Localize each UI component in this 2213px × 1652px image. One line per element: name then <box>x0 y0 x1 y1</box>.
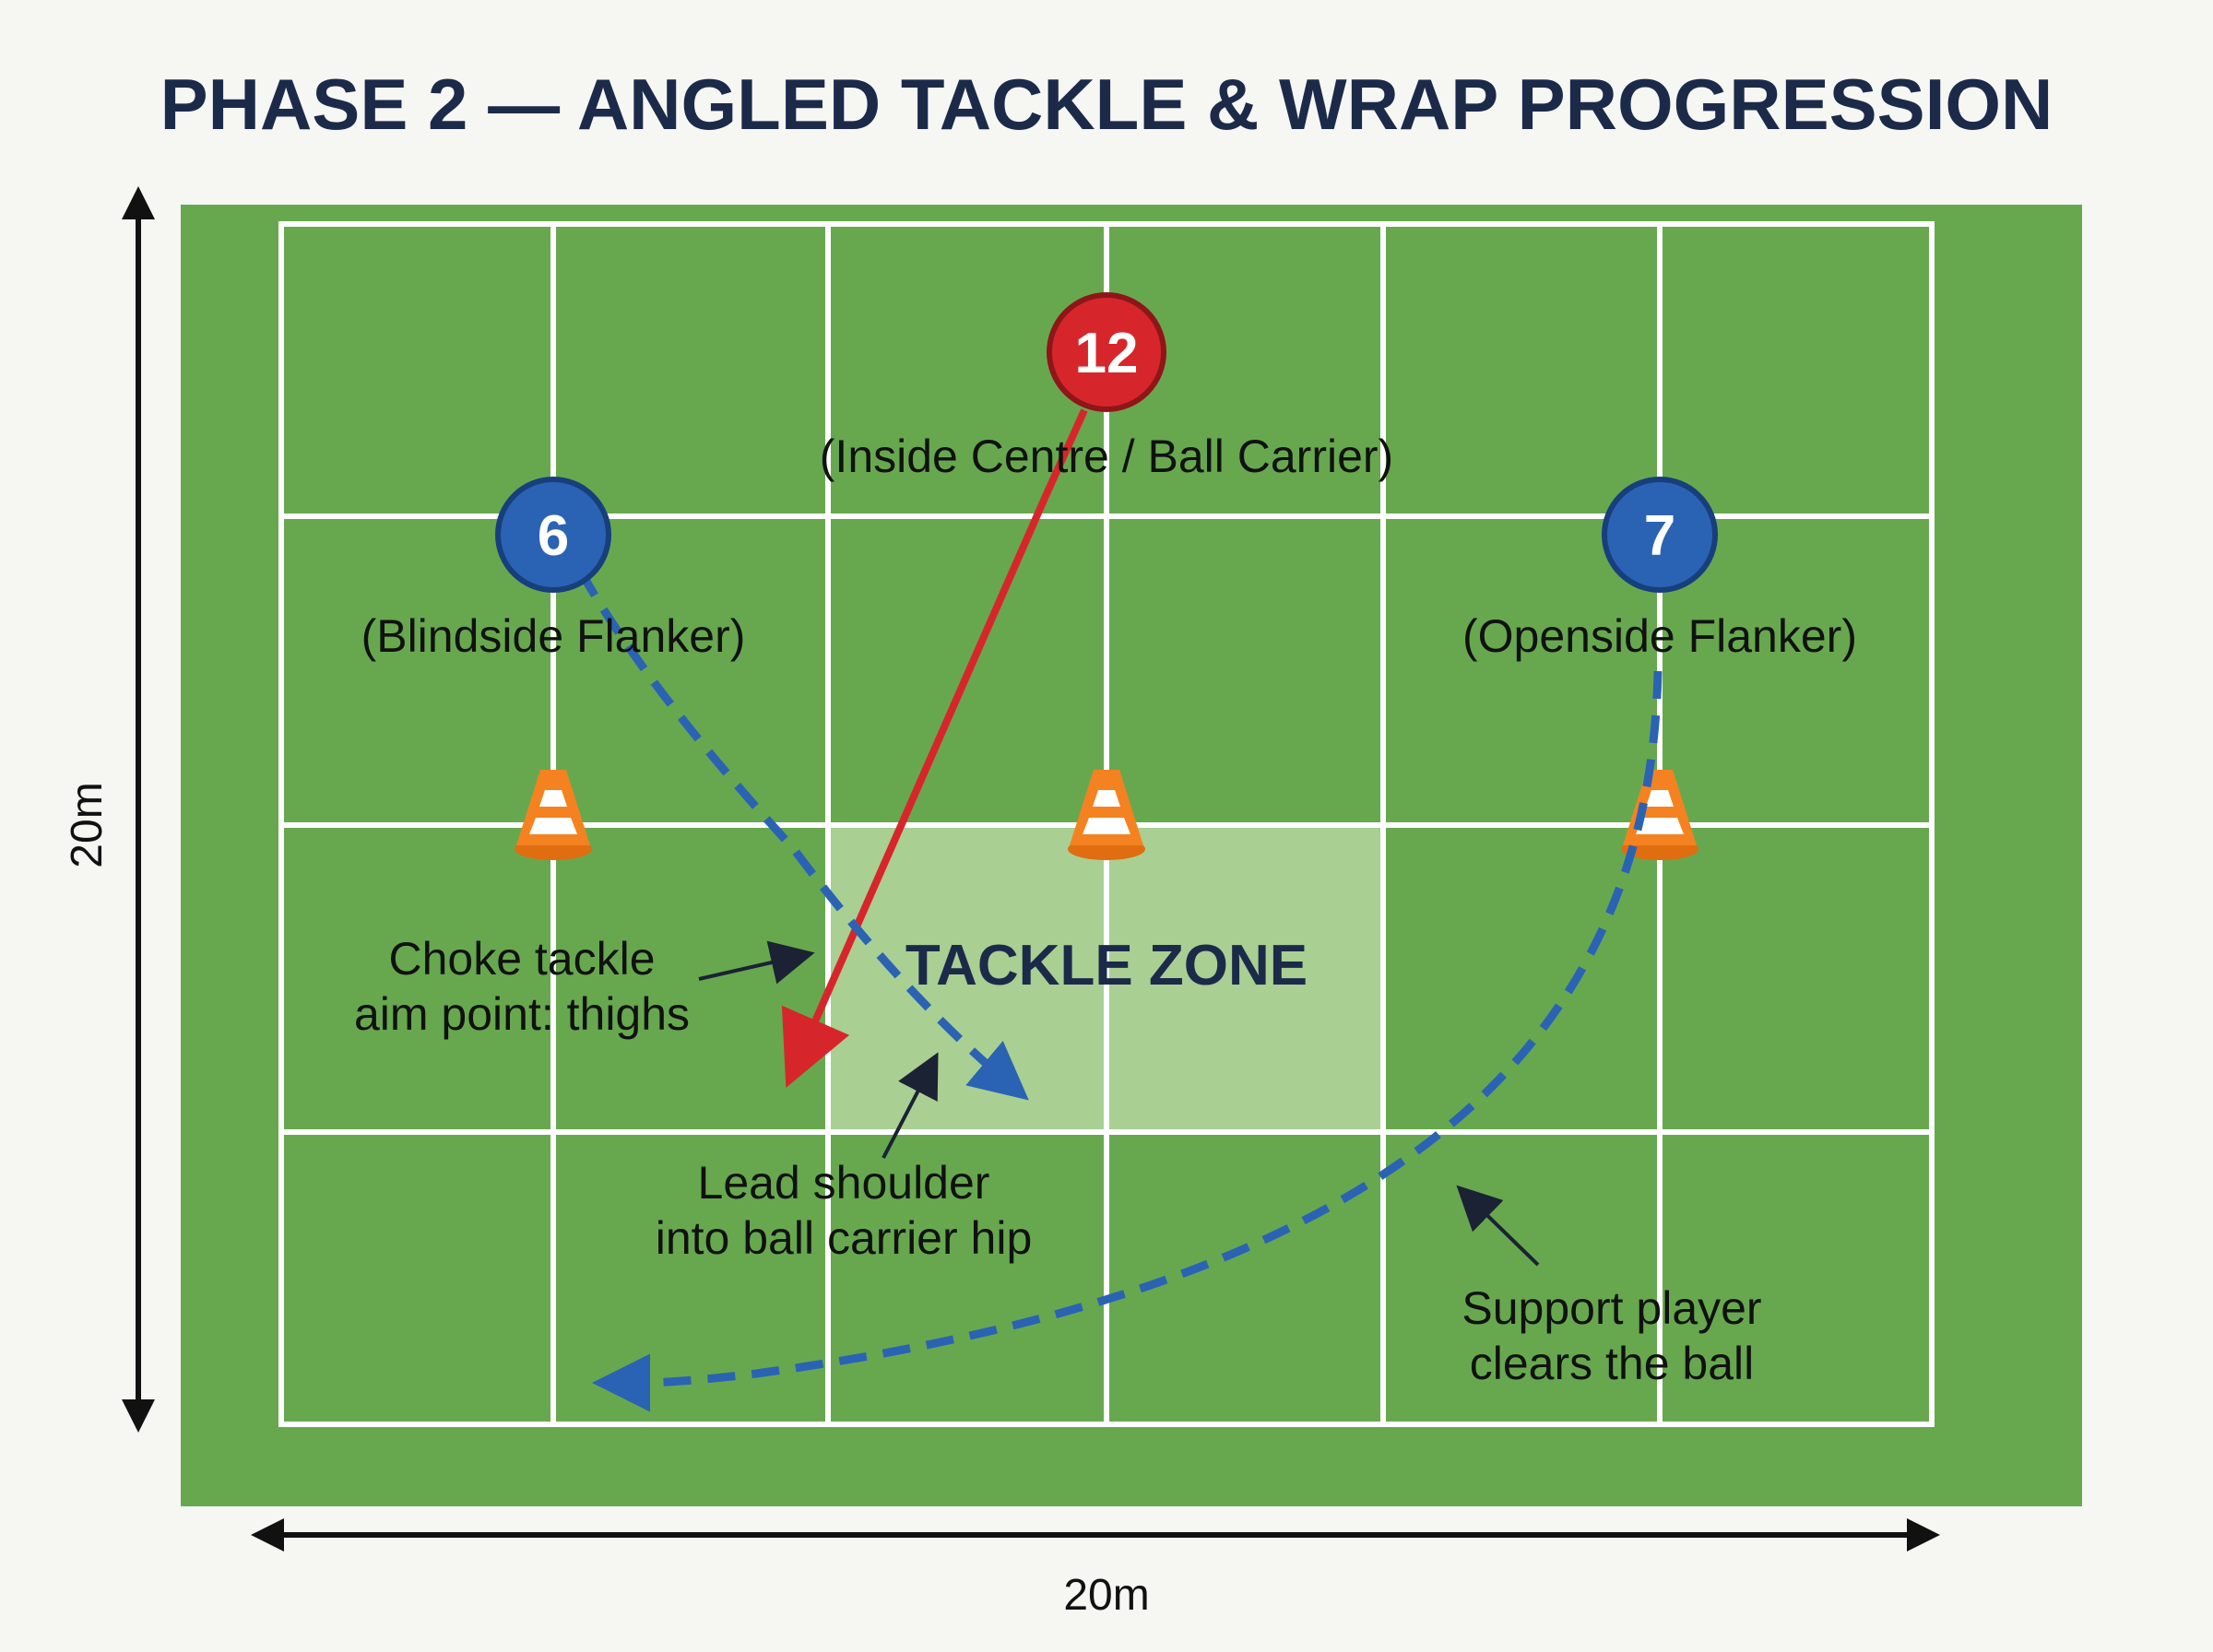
choke-note-line-2: aim point: thighs <box>354 988 690 1040</box>
openside-flanker-run-line <box>592 670 1663 1412</box>
player-7-label: (Openside Flanker) <box>1462 610 1857 662</box>
diagram-title: PHASE 2 — ANGLED TACKLE & WRAP PROGRESSI… <box>160 64 2053 145</box>
choke-pointer-arrow <box>698 940 815 985</box>
support-note-line-2: clears the ball <box>1470 1338 1755 1389</box>
player-6-marker: 6 <box>495 477 611 593</box>
shoulder-note-line-1: Lead shoulder <box>698 1157 990 1209</box>
player-7-marker: 7 <box>1602 477 1718 593</box>
tackle-zone-label: TACKLE ZONE <box>905 934 1308 997</box>
cone-icon <box>1068 770 1145 860</box>
shoulder-note-line-2: into ball carrier hip <box>656 1212 1033 1264</box>
choke-note-line-1: Choke tackle <box>388 933 655 985</box>
player-12-marker: 12 <box>1047 292 1166 412</box>
player-12-number: 12 <box>1075 322 1139 385</box>
support-pointer-arrow <box>1456 1185 1540 1267</box>
shoulder-pointer-arrow <box>882 1052 939 1159</box>
player-6-number: 6 <box>538 504 569 568</box>
player-7-number: 7 <box>1644 504 1675 568</box>
width-dimension-label: 20m <box>1063 1571 1149 1620</box>
support-note-line-1: Support player <box>1462 1282 1761 1334</box>
ball-carrier-run-line <box>781 408 1088 1088</box>
player-6-label: (Blindside Flanker) <box>361 610 746 662</box>
blindside-flanker-run-line <box>577 569 1029 1101</box>
cone-icon <box>515 770 592 860</box>
player-12-label: (Inside Centre / Ball Carrier) <box>820 431 1393 482</box>
height-dimension-label: 20m <box>63 782 112 867</box>
